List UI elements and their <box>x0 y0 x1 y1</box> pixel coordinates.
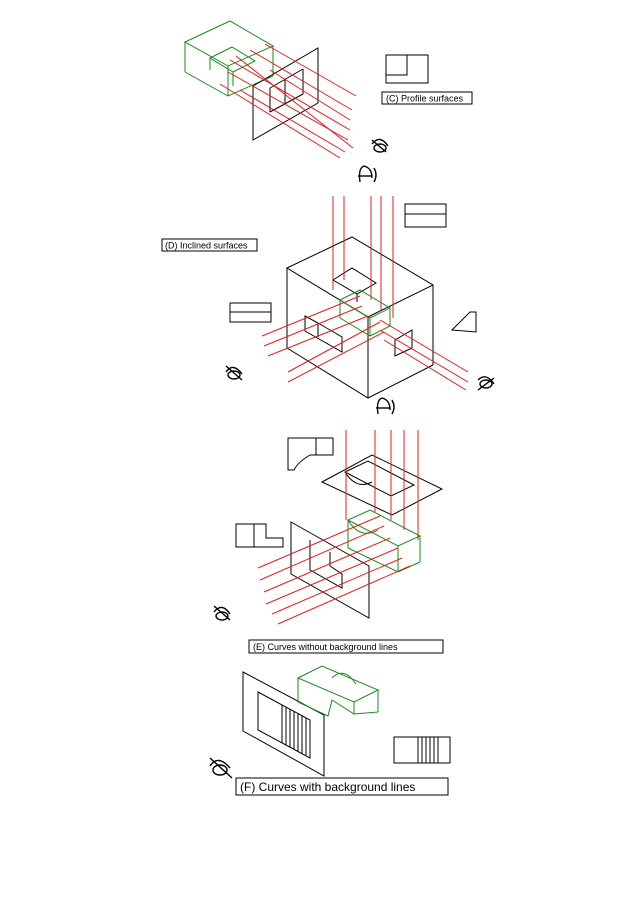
figure-f-front-view <box>393 736 451 764</box>
eye-icon <box>225 365 243 381</box>
eye-icon <box>209 757 233 779</box>
figure-c-caption: (C) Profile surfaces <box>386 94 464 104</box>
figure-d-side-face <box>394 329 413 357</box>
figure-e-curves-without-background: (E) Curves without background lines <box>213 430 444 654</box>
figure-e-projectors <box>257 430 419 625</box>
figure-c-profile-surfaces: (C) Profile surfaces <box>183 20 473 183</box>
figure-f-projection-plane <box>242 671 325 777</box>
figure-c-object <box>183 20 275 97</box>
figure-d-top-face <box>332 267 377 302</box>
figure-d-front-face <box>304 315 343 353</box>
figure-d-front-view <box>229 302 272 323</box>
figure-d-side-view <box>450 311 477 333</box>
figure-e-object <box>346 509 422 573</box>
figure-d-object <box>338 289 392 337</box>
figure-e-horizontal-plane <box>320 454 444 516</box>
figure-d-glass-box <box>285 236 435 399</box>
figure-d-top-view <box>404 203 447 228</box>
figure-d-caption: (D) Inclined surfaces <box>165 241 248 251</box>
figure-e-top-view <box>287 437 334 471</box>
figure-f-curves-with-background: (F) Curves with background lines <box>209 665 451 796</box>
figure-c-projectors <box>219 43 357 159</box>
eye-icon <box>213 605 231 621</box>
figure-d-projectors <box>261 196 469 391</box>
eye-icon <box>477 376 495 391</box>
figure-d-inclined-surfaces: (D) Inclined surfaces <box>161 196 495 415</box>
figure-e-caption: (E) Curves without background lines <box>253 642 398 652</box>
figure-f-object <box>296 665 380 717</box>
figure-e-front-view <box>235 523 284 548</box>
eye-icon <box>376 397 395 415</box>
figure-f-caption: (F) Curves with background lines <box>240 780 415 794</box>
eye-icon <box>371 138 389 153</box>
figure-e-vertical-plane <box>290 521 370 619</box>
eye-icon <box>358 165 377 183</box>
figure-c-result-view <box>385 54 429 84</box>
